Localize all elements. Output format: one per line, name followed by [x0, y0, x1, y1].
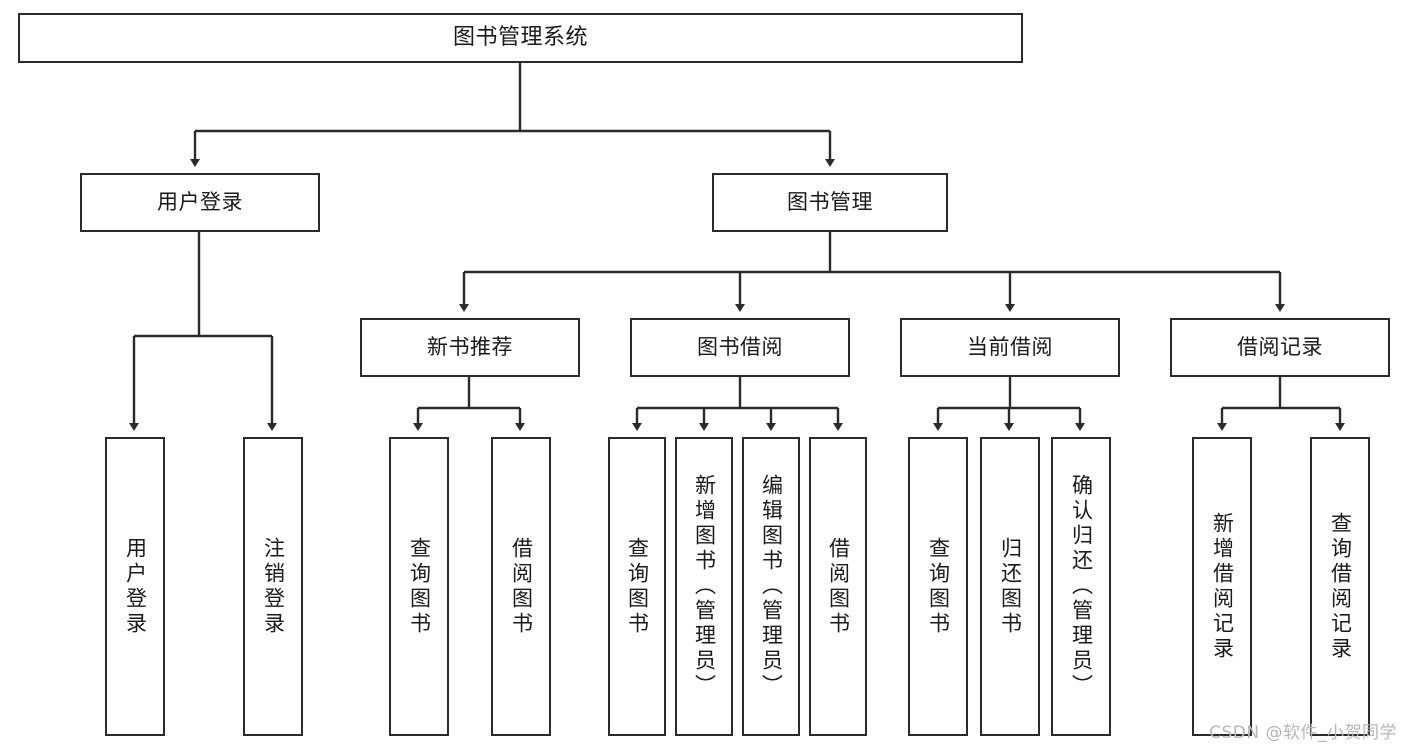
node-leaf-query-book-2-label: 查询图书	[625, 536, 650, 637]
node-book-management-label: 图书管理	[787, 190, 873, 215]
node-leaf-return-book-label: 归还图书	[998, 536, 1023, 637]
node-leaf-borrow-book-2[interactable]: 借阅图书	[809, 437, 867, 736]
node-leaf-query-book-1-label: 查询图书	[407, 536, 432, 637]
node-borrow-record-label: 借阅记录	[1237, 335, 1323, 360]
node-leaf-query-book-3[interactable]: 查询图书	[908, 437, 968, 736]
node-leaf-user-logout[interactable]: 注销登录	[243, 437, 303, 736]
node-leaf-return-book[interactable]: 归还图书	[980, 437, 1040, 736]
node-leaf-borrow-book-1[interactable]: 借阅图书	[491, 437, 551, 736]
node-leaf-user-logout-label: 注销登录	[261, 536, 286, 637]
node-book-borrow-label: 图书借阅	[697, 335, 783, 360]
node-leaf-query-book-2[interactable]: 查询图书	[608, 437, 666, 736]
node-leaf-edit-book-label: 编辑图书（管理员）	[759, 474, 784, 699]
node-leaf-add-record-label: 新增借阅记录	[1210, 511, 1235, 662]
node-leaf-add-book-label: 新增图书（管理员）	[692, 474, 717, 699]
node-borrow-record[interactable]: 借阅记录	[1170, 318, 1390, 377]
node-leaf-query-book-3-label: 查询图书	[926, 536, 951, 637]
node-leaf-borrow-book-1-label: 借阅图书	[509, 536, 534, 637]
node-leaf-query-record-label: 查询借阅记录	[1328, 511, 1353, 662]
node-current-borrow[interactable]: 当前借阅	[900, 318, 1120, 377]
node-leaf-confirm-return[interactable]: 确认归还（管理员）	[1051, 437, 1111, 736]
node-leaf-query-book-1[interactable]: 查询图书	[389, 437, 449, 736]
node-root[interactable]: 图书管理系统	[18, 13, 1023, 63]
node-leaf-user-login-label: 用户登录	[123, 536, 148, 637]
node-user-login-label: 用户登录	[157, 190, 243, 215]
node-new-book-recommend-label: 新书推荐	[427, 335, 513, 360]
node-new-book-recommend[interactable]: 新书推荐	[360, 318, 580, 377]
node-leaf-edit-book[interactable]: 编辑图书（管理员）	[742, 437, 800, 736]
node-current-borrow-label: 当前借阅	[967, 335, 1053, 360]
node-leaf-add-book[interactable]: 新增图书（管理员）	[675, 437, 733, 736]
node-leaf-borrow-book-2-label: 借阅图书	[826, 536, 851, 637]
node-leaf-query-record[interactable]: 查询借阅记录	[1310, 437, 1370, 736]
node-leaf-confirm-return-label: 确认归还（管理员）	[1069, 474, 1094, 699]
node-user-login[interactable]: 用户登录	[80, 173, 320, 232]
node-book-management[interactable]: 图书管理	[712, 173, 948, 232]
node-leaf-user-login[interactable]: 用户登录	[105, 437, 165, 736]
node-root-label: 图书管理系统	[452, 25, 588, 51]
node-leaf-add-record[interactable]: 新增借阅记录	[1192, 437, 1252, 736]
node-book-borrow[interactable]: 图书借阅	[630, 318, 850, 377]
